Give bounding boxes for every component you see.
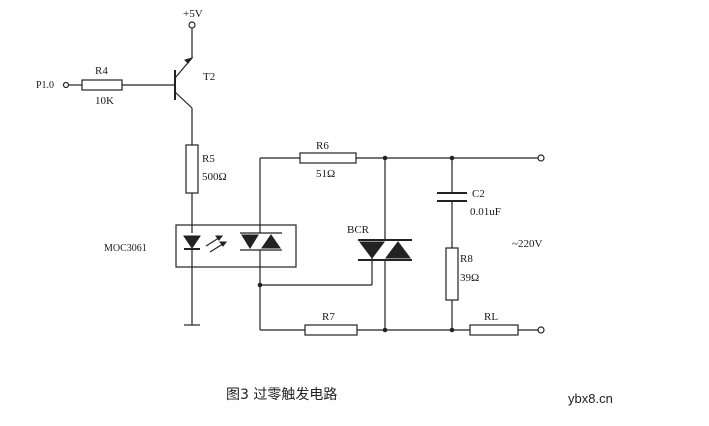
resistor-r4: R4 10K bbox=[81, 65, 174, 107]
r5-label: R5 bbox=[202, 153, 215, 165]
r8-value: 39Ω bbox=[460, 272, 479, 284]
site-watermark: ybx8.cn bbox=[568, 391, 613, 406]
c2-value: 0.01uF bbox=[470, 206, 501, 218]
r7-label: R7 bbox=[322, 311, 335, 323]
r8-label: R8 bbox=[460, 253, 473, 265]
vcc-label: +5V bbox=[183, 8, 203, 20]
capacitor-c2: C2 0.01uF bbox=[437, 158, 501, 248]
rl-label: RL bbox=[484, 311, 498, 323]
c2-label: C2 bbox=[472, 188, 485, 200]
bcr-label: BCR bbox=[347, 224, 370, 236]
input-p10: P1.0 bbox=[36, 80, 82, 91]
r6-value: 51Ω bbox=[316, 168, 335, 180]
figure-caption: 图3 过零触发电路 bbox=[226, 387, 337, 403]
resistor-r6: R6 51Ω bbox=[259, 140, 545, 225]
resistor-r7: R7 bbox=[304, 311, 470, 336]
r4-value: 10K bbox=[95, 95, 114, 107]
r5-value: 500Ω bbox=[202, 171, 227, 183]
ac-label: ~220V bbox=[512, 238, 542, 250]
load-rl: RL bbox=[469, 311, 545, 336]
optocoupler-moc3061: MOC3061 bbox=[104, 224, 297, 268]
moc-label: MOC3061 bbox=[104, 243, 147, 254]
ground-led bbox=[184, 267, 200, 326]
triac-bcr: BCR bbox=[260, 158, 412, 330]
r6-label: R6 bbox=[316, 140, 329, 152]
transistor-t2: T2 bbox=[174, 50, 215, 145]
t2-label: T2 bbox=[203, 71, 215, 83]
resistor-r5: R5 500Ω bbox=[185, 144, 227, 225]
wire-moc-r7 bbox=[257, 267, 305, 331]
resistor-r8: R8 39Ω bbox=[445, 247, 479, 330]
p10-label: P1.0 bbox=[36, 80, 54, 91]
supply-5v: +5V bbox=[183, 8, 203, 50]
r4-label: R4 bbox=[95, 65, 108, 77]
